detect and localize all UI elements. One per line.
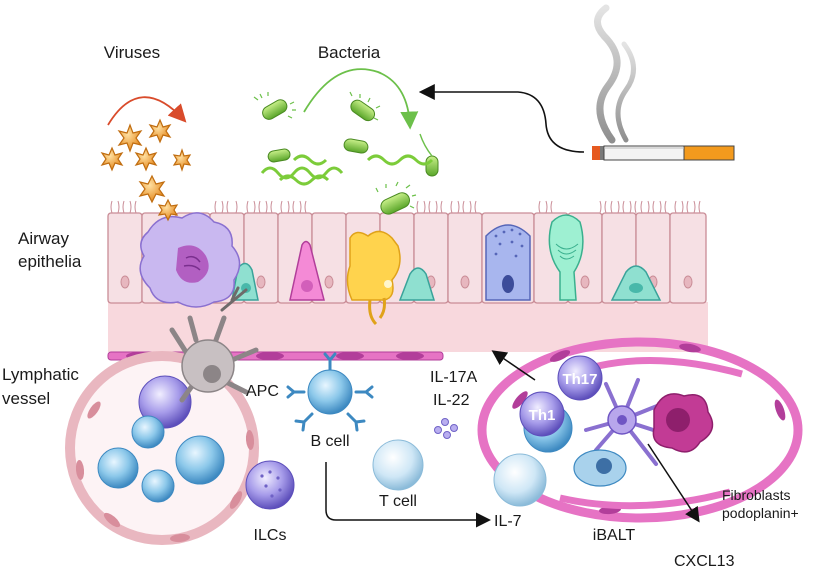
goblet-cell	[485, 224, 531, 301]
th17-cell	[557, 355, 603, 401]
ilcs-label: ILCs	[254, 527, 287, 544]
cilia	[110, 200, 701, 214]
fibroblasts-label-line2: podoplanin+	[722, 505, 799, 521]
b-cell	[286, 352, 374, 432]
il17a-label: IL-17A	[430, 369, 477, 386]
cytokine-dots	[434, 418, 458, 439]
brush-cell	[289, 240, 325, 301]
th1-label: Th1	[529, 407, 556, 424]
apc-cell	[169, 286, 259, 403]
ibalt-label: iBALT	[593, 527, 636, 544]
ibalt-cells	[493, 355, 714, 507]
il7-label: IL-7	[494, 513, 522, 530]
bacteria-arrow	[303, 68, 419, 130]
smoke-arrow	[418, 84, 585, 153]
basal-cell-3	[610, 265, 662, 301]
ibalt-structure	[477, 337, 803, 523]
epithelial-nuclei	[120, 275, 693, 289]
lymphatic-label-line2: vessel	[2, 389, 50, 408]
b-cell-label: B cell	[310, 433, 349, 450]
il22-label: IL-22	[433, 392, 470, 409]
apc-label: APC	[246, 383, 279, 400]
lymphatic-label-line1: Lymphatic	[2, 365, 79, 384]
basal-cell-2	[398, 267, 436, 301]
virus-icon	[100, 118, 192, 222]
t-cell	[372, 439, 424, 491]
airway-label-line2: epithelia	[18, 252, 82, 271]
th17-label: Th17	[562, 371, 597, 388]
virus-arrow	[107, 96, 187, 126]
lymphatic-vessel	[65, 351, 259, 545]
macrophage	[139, 212, 241, 308]
ilc-cell	[245, 460, 295, 510]
fibroblasts-label-line1: Fibroblasts	[722, 487, 790, 503]
airway-label-line1: Airway	[18, 229, 70, 248]
bacteria-label: Bacteria	[318, 43, 381, 62]
smoke-icon	[594, 4, 636, 144]
viruses-label: Viruses	[104, 43, 160, 62]
th17-to-epithelium-arrow	[491, 350, 536, 381]
fdc-to-cxcl13-arrow	[647, 443, 700, 523]
bcell-to-il7-arrow	[325, 462, 491, 528]
t-cell-label: T cell	[379, 493, 417, 510]
bacteria-icon	[253, 91, 439, 215]
cxcl13-label: CXCL13	[674, 553, 735, 570]
lymph-cells	[97, 375, 225, 503]
damaged-cell	[346, 230, 401, 326]
cigarette-icon	[592, 145, 735, 161]
club-cell	[548, 214, 584, 301]
th1-cell	[519, 391, 565, 437]
